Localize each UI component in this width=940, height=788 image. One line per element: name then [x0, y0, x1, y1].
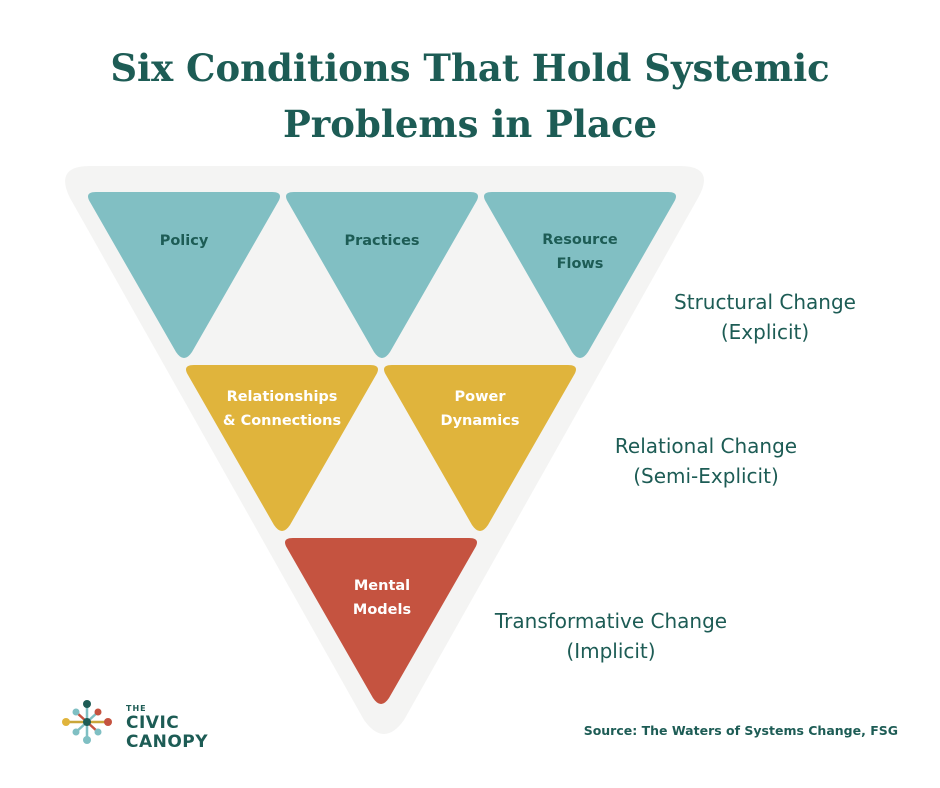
title-line-2: Problems in Place [282, 102, 658, 146]
power-dynamics-triangle [384, 365, 576, 531]
power-dynamics-label: Power Dynamics [440, 389, 520, 429]
resource-flows-triangle [484, 192, 676, 358]
policy-triangle [88, 192, 280, 358]
mental-models-triangle [285, 538, 477, 704]
practices-label: Practices [344, 233, 420, 249]
civic-canopy-logo: THE CIVIC CANOPY [56, 698, 226, 752]
logo-wordmark: THE CIVIC CANOPY [126, 704, 209, 752]
relationships-triangle [186, 365, 378, 531]
resource-flows-label: Resource Flows [542, 232, 618, 272]
practices-triangle [286, 192, 478, 358]
transformative-change-label: Transformative Change (Implicit) [494, 609, 728, 663]
policy-label: Policy [159, 233, 209, 249]
network-dots-icon [62, 700, 112, 744]
title-line-1: Six Conditions That Hold Systemic [110, 46, 830, 90]
relationships-label: Relationships & Connections [222, 389, 342, 429]
backdrop-triangle [65, 166, 705, 734]
structural-change-label: Structural Change (Explicit) [674, 290, 856, 344]
relational-change-label: Relational Change (Semi-Explicit) [614, 434, 798, 488]
page-title: Six Conditions That Hold Systemic Proble… [0, 40, 940, 152]
source-citation: Source: The Waters of Systems Change, FS… [583, 723, 898, 738]
mental-models-label: Mental Models [352, 578, 412, 618]
